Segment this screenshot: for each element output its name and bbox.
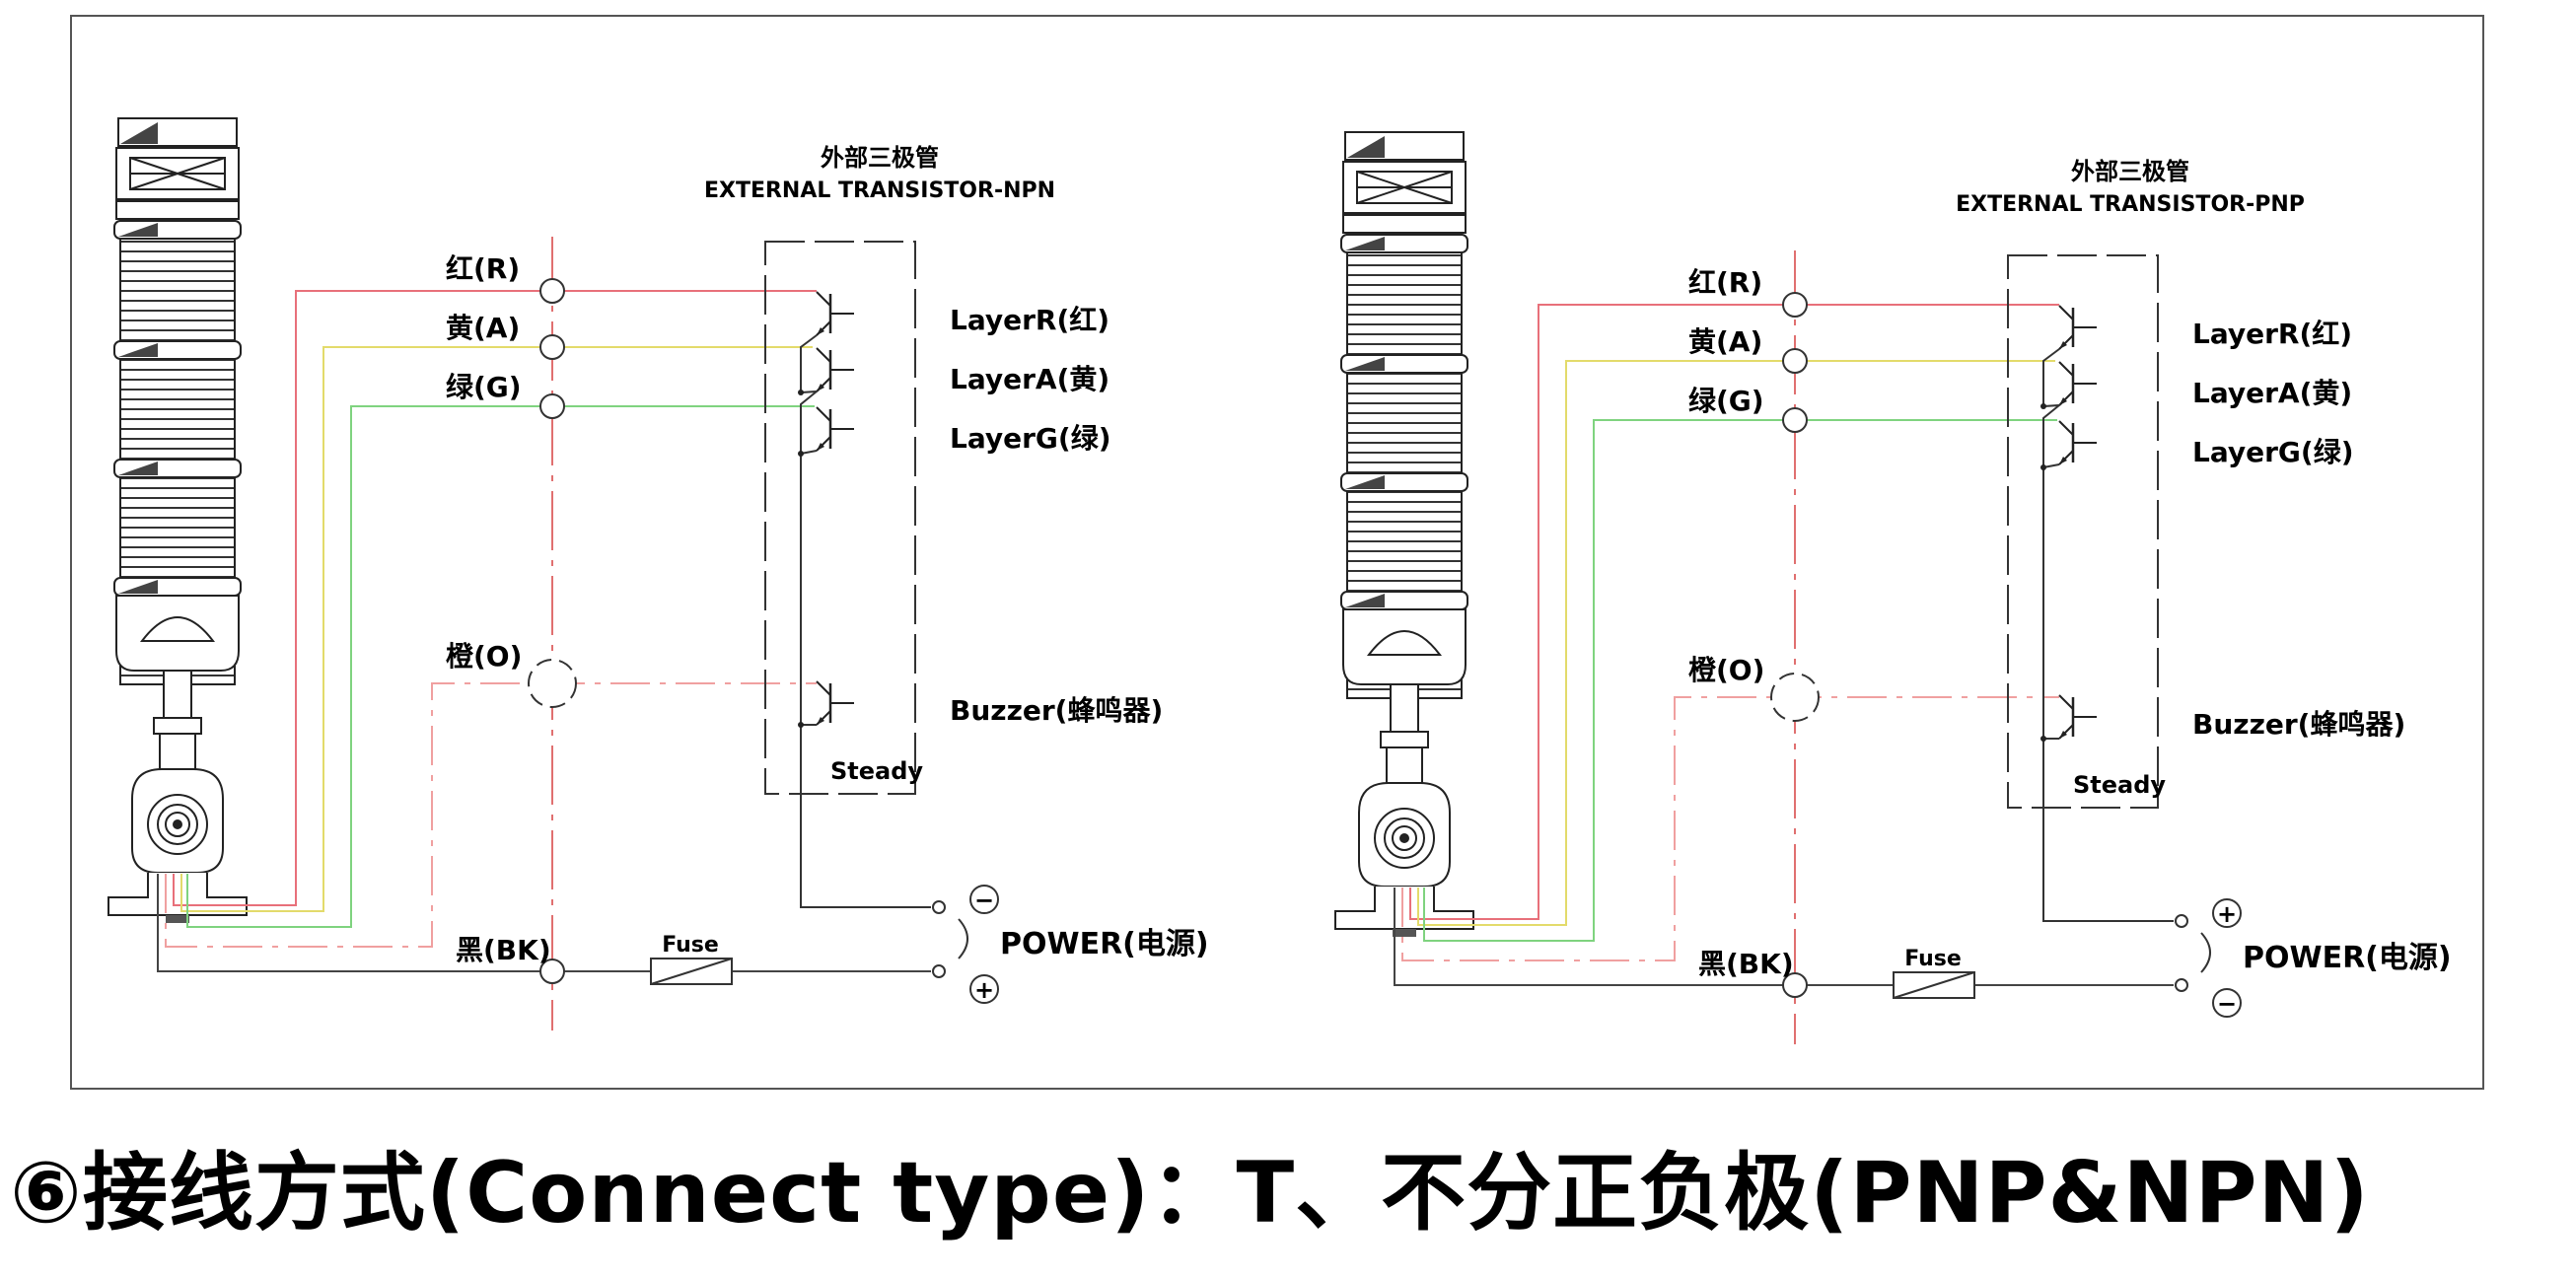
power-sign-top: + bbox=[2217, 900, 2237, 928]
diagram-pnp: 红(R) 黄(A) 绿(G) 橙(O) 黑(BK) 外部三极管 EXTERNAL… bbox=[1334, 131, 2452, 1044]
label-red: 红(R) bbox=[446, 252, 520, 285]
power-label: POWER(电源) bbox=[2243, 941, 2452, 975]
label-green: 绿(G) bbox=[446, 371, 522, 403]
diagram-npn: 红(R) 黄(A) 绿(G) 橙(O) 黑(BK) 外部三极管 EXTERNAL… bbox=[107, 117, 1209, 1030]
label-orange: 橙(O) bbox=[1688, 654, 1764, 686]
power-sign-bottom: + bbox=[974, 976, 994, 1004]
transistor-box bbox=[764, 241, 916, 795]
transistor-title-en: EXTERNAL TRANSISTOR-PNP bbox=[1956, 192, 2305, 217]
label-black: 黑(BK) bbox=[1698, 948, 1794, 980]
tower-light-icon bbox=[107, 117, 248, 924]
steady-label: Steady bbox=[2073, 771, 2166, 799]
diagram-frame bbox=[70, 15, 2484, 1090]
power-sign-bottom: − bbox=[2217, 990, 2237, 1018]
power-sign-top: − bbox=[974, 887, 994, 914]
fuse-label: Fuse bbox=[662, 933, 719, 958]
label-yellow: 黄(A) bbox=[446, 312, 520, 344]
buzzer-label: Buzzer(蜂鸣器) bbox=[950, 694, 1163, 727]
transistor-title-cn: 外部三极管 bbox=[821, 144, 939, 172]
power-label: POWER(电源) bbox=[1000, 927, 1209, 961]
layer-r-label: LayerR(红) bbox=[950, 304, 1109, 336]
transistor-title-cn: 外部三极管 bbox=[2071, 158, 2189, 185]
label-orange: 橙(O) bbox=[446, 640, 522, 673]
steady-label: Steady bbox=[830, 757, 923, 785]
terminal-circle-icon bbox=[539, 278, 565, 304]
yellow-wire bbox=[322, 346, 813, 905]
green-wire bbox=[350, 405, 815, 917]
transistor-icon bbox=[815, 290, 856, 337]
connect-type-caption: ⑥接线方式(Connect type)：T、不分正负极(PNP&NPN) bbox=[10, 1144, 2370, 1243]
layer-g-label: LayerG(绿) bbox=[2192, 436, 2354, 468]
fuse-label: Fuse bbox=[1904, 947, 1962, 971]
layer-g-label: LayerG(绿) bbox=[950, 422, 1111, 455]
tower-light-icon bbox=[1334, 131, 1474, 938]
red-wire bbox=[295, 290, 817, 897]
label-red: 红(R) bbox=[1688, 266, 1762, 299]
label-yellow: 黄(A) bbox=[1688, 325, 1762, 358]
label-black: 黑(BK) bbox=[456, 934, 551, 966]
layer-r-label: LayerR(红) bbox=[2192, 318, 2352, 350]
layer-a-label: LayerA(黄) bbox=[950, 363, 1109, 395]
orange-wire bbox=[165, 682, 817, 948]
label-green: 绿(G) bbox=[1688, 385, 1764, 417]
buzzer-label: Buzzer(蜂鸣器) bbox=[2192, 708, 2405, 741]
layer-a-label: LayerA(黄) bbox=[2192, 377, 2352, 409]
transistor-title-en: EXTERNAL TRANSISTOR-NPN bbox=[704, 178, 1055, 203]
